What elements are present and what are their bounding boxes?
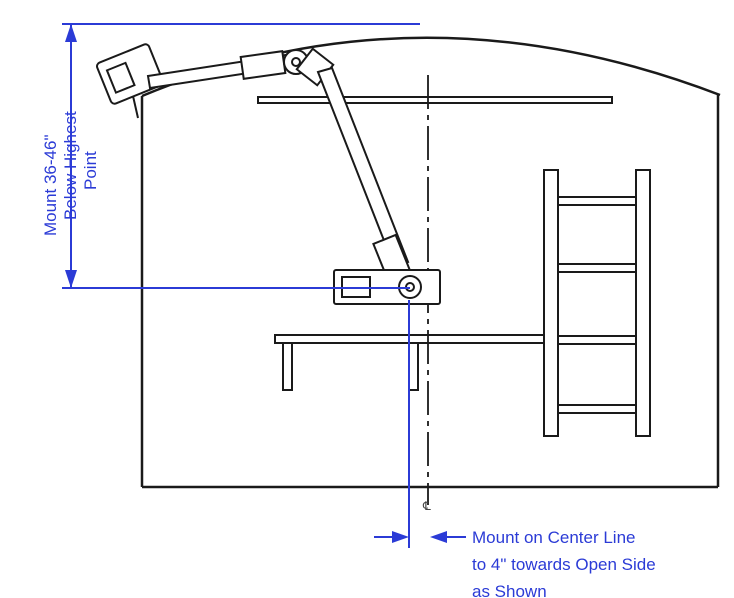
- ladder-rung: [557, 196, 637, 206]
- articulated-arm: [96, 43, 441, 305]
- vertical-mount-line-2: Below Highest: [61, 111, 80, 220]
- ladder-rung: [557, 263, 637, 273]
- horizontal-mount-line-3: as Shown: [472, 582, 547, 598]
- upper-boom-clamp: [239, 50, 287, 80]
- ladder-rail-right: [635, 169, 651, 437]
- ladder: [543, 169, 651, 437]
- platform-leg-right: [408, 342, 419, 391]
- dim-arrow-right-head: [430, 531, 447, 543]
- upper-rail: [257, 96, 613, 104]
- dim-arrow-down: [65, 270, 77, 288]
- platform-leg-left: [282, 342, 293, 391]
- mount-bolt: [132, 95, 139, 119]
- horizontal-dimension: [374, 300, 466, 548]
- vertical-dimension: [62, 23, 420, 289]
- vertical-mount-label: Mount 36-46" Below Highest Point: [41, 107, 100, 236]
- centerline-symbol: ℄: [422, 499, 431, 513]
- ladder-rung: [557, 335, 637, 345]
- dim-arrow-up: [65, 24, 77, 42]
- ladder-rail-left: [543, 169, 559, 437]
- lower-boom: [316, 66, 410, 268]
- ladder-rung: [557, 404, 637, 414]
- mount-bracket-inner: [105, 61, 136, 94]
- horizontal-mount-line-2: to 4" towards Open Side: [472, 555, 656, 574]
- elbow-joint-pin: [291, 57, 301, 67]
- horizontal-mount-line-1: Mount on Center Line: [472, 528, 636, 547]
- vertical-mount-line-3: Point: [81, 151, 100, 190]
- tank: [140, 36, 721, 489]
- dim-arrow-left-head: [392, 531, 409, 543]
- horizontal-mount-label: Mount on Center Line to 4" towards Open …: [472, 528, 660, 598]
- vertical-mount-line-1: Mount 36-46": [41, 135, 60, 237]
